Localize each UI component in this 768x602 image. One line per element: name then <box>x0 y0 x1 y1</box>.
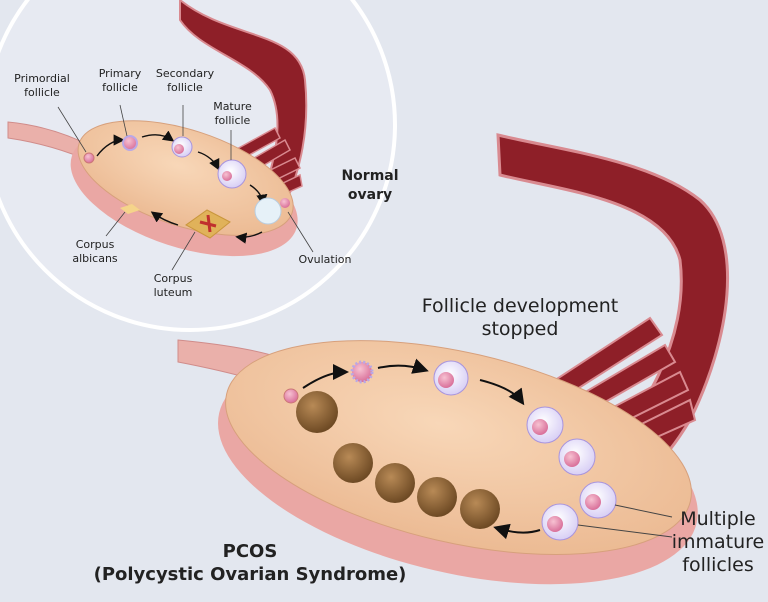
primary-follicle <box>350 360 374 384</box>
immature-follicles <box>433 360 617 541</box>
primordial-follicle <box>283 388 299 404</box>
cysts <box>296 391 500 529</box>
primary-follicle <box>122 135 138 151</box>
ovulation-follicle <box>254 197 282 225</box>
label-ovulation: Ovulation <box>298 253 352 266</box>
corpus-albicans <box>120 204 140 214</box>
mature-follicle <box>217 159 247 189</box>
pcos-title: PCOS(Polycystic Ovarian Syndrome) <box>93 541 407 585</box>
cyst <box>333 443 373 483</box>
cyst <box>375 463 415 503</box>
cyst <box>296 391 338 433</box>
primordial-follicle <box>83 152 95 164</box>
cyst <box>417 477 457 517</box>
cyst <box>460 489 500 529</box>
